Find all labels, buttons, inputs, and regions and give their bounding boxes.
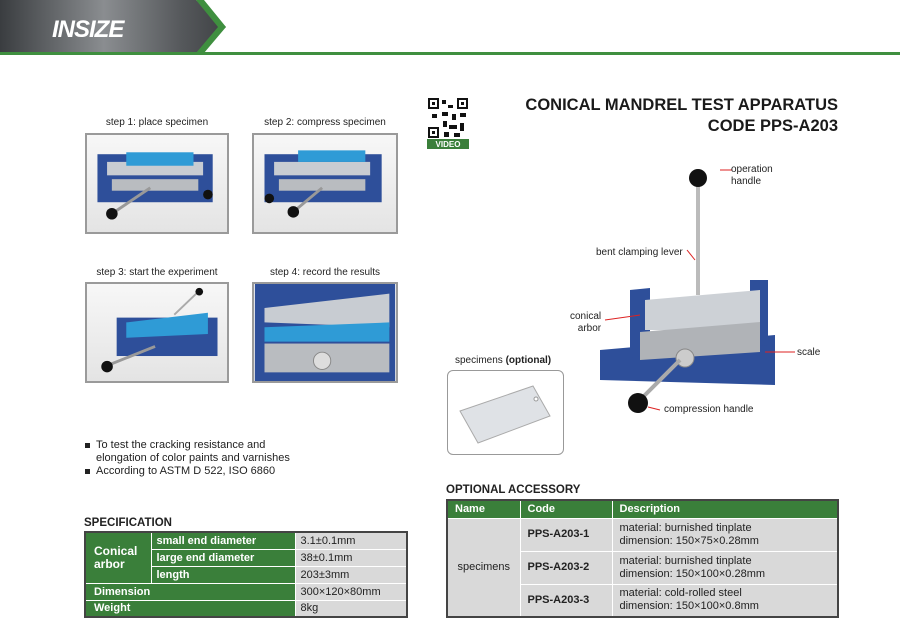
step-3-photo	[85, 282, 229, 383]
step-1-label: step 1: place specimen	[105, 117, 209, 128]
callout-bent-clamping-lever: bent clamping lever	[596, 247, 683, 258]
header-line	[0, 52, 900, 55]
desc-line: material: burnished tinplate	[619, 554, 752, 567]
spec-group: Conical arbor	[84, 531, 152, 584]
accessory-title: OPTIONAL ACCESSORY	[446, 484, 581, 496]
accessory-code: PPS-A203-1	[519, 517, 613, 552]
specimens-label: specimens (optional)	[455, 355, 551, 366]
spec-key: Weight	[84, 599, 296, 618]
spec-value: 203±3mm	[294, 565, 408, 584]
spec-key: small end diameter	[150, 531, 296, 550]
product-code: CODE PPS-A203	[707, 117, 838, 135]
specimens-text: specimens	[455, 355, 506, 366]
step-1-photo	[85, 133, 229, 234]
col-header: Code	[519, 499, 613, 519]
brand-logo: INSIZE	[52, 16, 124, 43]
qr-video-label: VIDEO	[436, 140, 461, 149]
desc-line: dimension: 150×100×0.28mm	[619, 567, 766, 580]
bullet-icon	[85, 442, 90, 448]
col-header: Name	[446, 499, 521, 519]
callout-text: operation	[731, 164, 773, 175]
step-4-label: step 4: record the results	[269, 267, 381, 278]
step-4-photo	[252, 282, 398, 383]
callout-text: arbor	[577, 323, 602, 334]
callout-text: conical	[570, 311, 602, 322]
title-line1: CONICAL MANDREL TEST APPARATUS	[525, 96, 838, 114]
col-header: Description	[611, 499, 839, 519]
desc-line: material: cold-rolled steel	[619, 587, 742, 600]
spec-value: 38±0.1mm	[294, 548, 408, 567]
specification-title: SPECIFICATION	[84, 517, 172, 529]
qr-code[interactable]: VIDEO	[427, 97, 469, 149]
spec-value: 300×120×80mm	[294, 582, 408, 601]
bullet-icon	[85, 468, 90, 474]
accessory-code: PPS-A203-2	[519, 550, 613, 585]
bullet-list: To test the cracking resistance and elon…	[85, 439, 290, 478]
accessory-code: PPS-A203-3	[519, 583, 613, 618]
step-2-photo	[252, 133, 398, 234]
desc-line: dimension: 150×100×0.8mm	[619, 600, 759, 613]
spec-value: 8kg	[294, 599, 408, 618]
accessory-name: specimens	[446, 517, 521, 618]
specimen-plate-image	[459, 385, 551, 444]
desc-line: material: burnished tinplate	[619, 521, 752, 534]
step-2-label: step 2: compress specimen	[264, 117, 386, 128]
callout-compression-handle: compression handle	[664, 404, 754, 415]
step-3-label: step 3: start the experiment	[96, 267, 218, 278]
header-banner	[0, 0, 226, 53]
spec-value: 3.1±0.1mm	[294, 531, 408, 550]
spec-key: Dimension	[84, 582, 296, 601]
spec-key: length	[150, 565, 296, 584]
page-title: CONICAL MANDREL TEST APPARATUS CODE PPS-…	[525, 95, 838, 137]
bullet-text: elongation of color paints and varnishes	[96, 452, 290, 464]
spec-key: large end diameter	[150, 548, 296, 567]
bullet-text: According to ASTM D 522, ISO 6860	[96, 465, 276, 477]
specimens-box	[447, 370, 564, 455]
bullet-text: To test the cracking resistance and	[96, 439, 266, 451]
apparatus-image	[600, 169, 795, 413]
callout-text: handle	[731, 176, 762, 187]
callout-scale: scale	[797, 347, 821, 358]
optional-text: (optional)	[505, 355, 552, 366]
desc-line: dimension: 150×75×0.28mm	[619, 534, 759, 547]
